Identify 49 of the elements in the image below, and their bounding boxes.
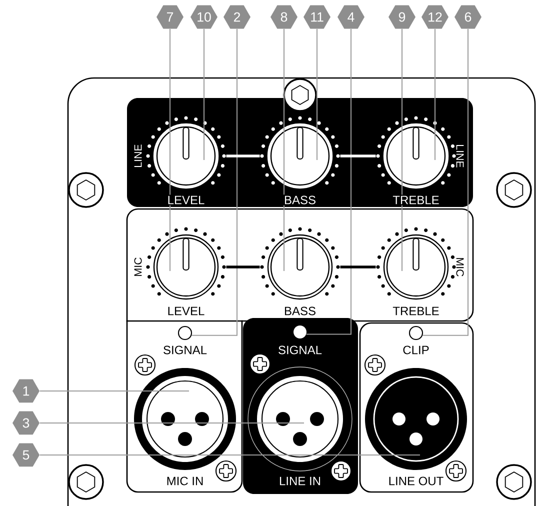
callout-number: 8 <box>270 5 298 29</box>
rotary-knob <box>260 116 340 189</box>
rotary-knob <box>376 116 456 189</box>
panel-label: CLIP <box>403 346 429 354</box>
panel-label: MIC <box>456 258 464 276</box>
leader-line <box>434 28 436 160</box>
panel-label: LINE OUT <box>389 476 444 486</box>
callout-number: 3 <box>12 411 40 435</box>
panel-label: MIC IN <box>167 476 203 486</box>
xlr-connector <box>365 368 467 470</box>
control-label: BASS <box>282 306 318 316</box>
callout-number: 6 <box>454 5 482 29</box>
panel-label: SIGNAL <box>278 346 322 354</box>
indicator-led <box>294 326 306 338</box>
callout-number: 11 <box>304 5 330 29</box>
panel-label: LINE <box>456 145 464 168</box>
panel-label: MIC <box>134 258 142 276</box>
control-label: TREBLE <box>392 194 440 206</box>
rotary-knob <box>376 227 456 300</box>
callout-number: 4 <box>338 5 364 29</box>
leader-line <box>39 454 420 456</box>
panel-label: LINE IN <box>280 476 320 486</box>
callout-number: 10 <box>190 5 218 29</box>
panel-label: SIGNAL <box>164 346 207 354</box>
leader-line <box>39 422 304 424</box>
control-label: TREBLE <box>392 306 440 316</box>
callout-number: 5 <box>12 443 40 467</box>
callout-number: 9 <box>388 5 416 29</box>
callout-number: 12 <box>422 5 448 29</box>
rotary-knob <box>146 116 226 189</box>
link-line <box>340 266 376 268</box>
rotary-knob <box>146 227 226 300</box>
link-line <box>340 154 376 158</box>
callout-number: 7 <box>156 5 184 29</box>
link-line <box>226 154 260 158</box>
control-label: BASS <box>282 194 318 206</box>
link-line <box>226 266 260 268</box>
leader-line <box>39 390 190 392</box>
panel-label: LINE <box>134 144 142 167</box>
indicator-led <box>178 326 192 340</box>
callout-number: 2 <box>224 5 250 29</box>
xlr-connector <box>134 368 236 470</box>
leader-line <box>422 28 468 336</box>
control-label: LEVEL <box>166 306 206 316</box>
leader-line <box>306 28 352 335</box>
rotary-knob <box>260 227 340 300</box>
callout-number: 1 <box>12 379 40 403</box>
leader-line <box>191 28 238 336</box>
xlr-connector <box>248 366 352 472</box>
